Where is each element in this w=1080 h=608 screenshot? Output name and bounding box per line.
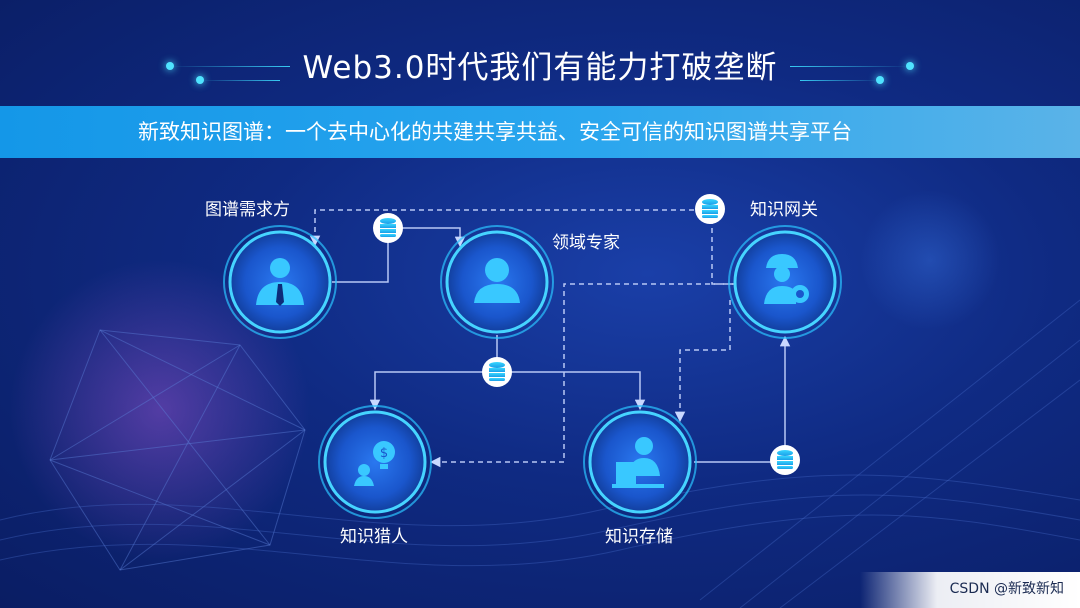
title-deco-line-right — [790, 66, 910, 67]
label-storage: 知识存储 — [605, 527, 673, 547]
node-expert — [440, 225, 554, 339]
mesh-decoration — [49, 329, 306, 571]
page-title: Web3.0时代我们有能力打破垄断 — [302, 50, 778, 86]
database-icon — [373, 213, 403, 243]
watermark: CSDN @新致新知 — [949, 581, 1064, 597]
node-demand — [223, 225, 337, 339]
user-icon — [474, 258, 520, 303]
database-icon — [482, 357, 512, 387]
label-hunter: 知识猎人 — [340, 527, 408, 547]
title-deco-dot-left — [166, 62, 174, 70]
title-deco-line-left — [200, 80, 280, 81]
label-gateway: 知识网关 — [750, 200, 818, 220]
title-deco-line-left — [170, 66, 290, 67]
title-deco-dot-right — [876, 76, 884, 84]
subtitle-text: 新致知识图谱：一个去中心化的共建共享共益、安全可信的知识图谱共享平台 — [138, 120, 852, 144]
svg-text:$: $ — [380, 446, 388, 461]
database-icon — [695, 194, 725, 224]
node-hunter: $ — [318, 405, 432, 519]
engineer-gear-icon — [764, 254, 809, 304]
subtitle-bar — [0, 106, 1080, 158]
wave-lines-decoration — [0, 299, 1080, 608]
title-deco-line-right — [800, 80, 880, 81]
node-gateway — [728, 225, 842, 339]
label-demand: 图谱需求方 — [205, 200, 290, 220]
businessman-icon — [256, 258, 304, 306]
database-icon — [770, 445, 800, 475]
title-deco-dot-right — [906, 62, 914, 70]
person-at-desk-icon — [612, 437, 664, 488]
title-deco-dot-left — [196, 76, 204, 84]
node-storage — [583, 405, 697, 519]
watermark-background — [860, 572, 1080, 608]
idea-money-person-icon: $ — [354, 441, 395, 486]
label-expert: 领域专家 — [552, 233, 620, 253]
